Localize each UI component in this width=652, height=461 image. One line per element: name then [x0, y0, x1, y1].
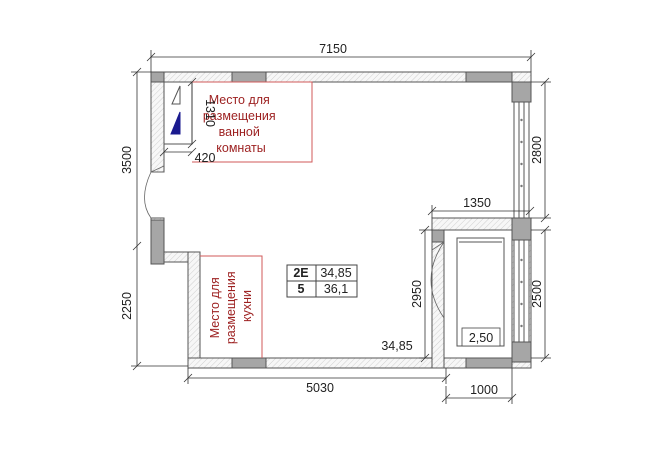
dimension-lines [131, 50, 551, 404]
room-area-label: 34,85 [381, 339, 412, 353]
dim-top-width: 7150 [319, 42, 347, 56]
column-left-mid [150, 219, 165, 265]
dim-balcony-height: 2950 [410, 280, 424, 308]
dim-bath-width: 420 [195, 151, 216, 165]
column-balcony-right-top [511, 217, 532, 241]
column-right-top [511, 81, 532, 103]
dim-bath-height: 1310 [203, 99, 217, 127]
column-balcony-left [431, 229, 445, 243]
dim-bottom-main: 5030 [306, 381, 334, 395]
shower-icon [171, 85, 181, 105]
info-area-balcony: 36,1 [324, 282, 348, 296]
dim-right-upper: 2800 [530, 136, 544, 164]
info-table: 2E 34,85 5 36,1 [286, 264, 358, 298]
bathroom-zone-label: Место для размещения ванной комнаты [203, 93, 279, 155]
balcony-area-label: 2,50 [469, 331, 493, 345]
window-right-upper [513, 101, 530, 219]
wall-bottom [187, 357, 445, 369]
zone-bathroom [192, 81, 313, 163]
columns [150, 71, 532, 369]
info-floor: 5 [298, 282, 305, 296]
info-type-code: 2E [293, 266, 308, 280]
door-arc-balcony [430, 241, 445, 319]
dim-balcony-width: 1350 [463, 196, 491, 210]
wall-left-kitchen [187, 251, 201, 369]
zone-kitchen [200, 255, 263, 358]
bath-icon [170, 111, 181, 135]
dim-left-upper: 3500 [120, 146, 134, 174]
column-bottom-mid [231, 357, 267, 369]
wall-left-upper [150, 71, 165, 173]
column-top-left [150, 71, 165, 83]
column-bottom-right [465, 357, 513, 369]
column-top-mid [231, 71, 267, 83]
dim-bottom-balcony: 1000 [470, 383, 498, 397]
bathroom-fixture [163, 81, 193, 145]
dim-right-lower: 2500 [530, 280, 544, 308]
door-arc-entrance [144, 171, 164, 219]
dim-left-lower: 2250 [120, 292, 134, 320]
door-swings [144, 165, 445, 319]
kitchen-zone-label: Место для размещения кухни [208, 268, 254, 344]
column-balcony-right-bottom [511, 341, 532, 363]
info-total-area: 34,85 [320, 266, 351, 280]
column-top-right [465, 71, 513, 83]
